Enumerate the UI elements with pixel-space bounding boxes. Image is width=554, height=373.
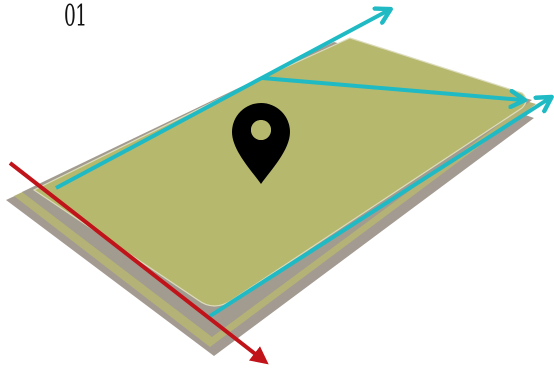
map-pin-dot: [251, 120, 271, 140]
land-layers: [6, 38, 536, 356]
